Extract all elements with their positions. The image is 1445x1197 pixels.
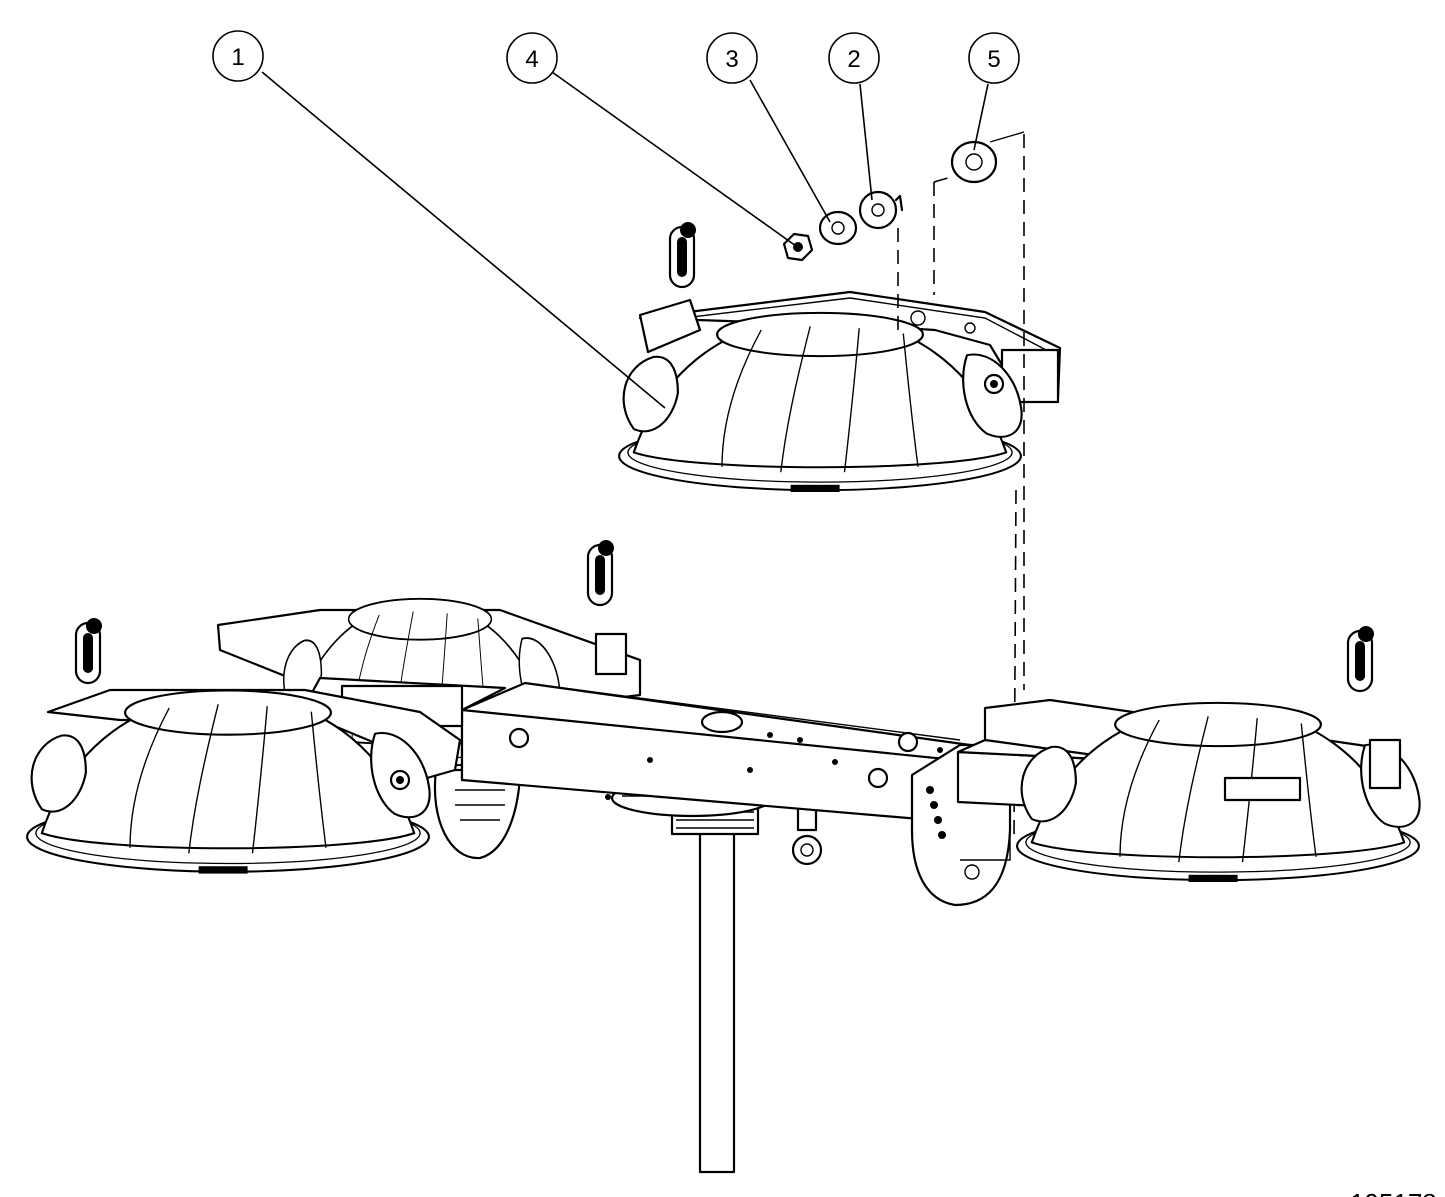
callout-3: 3: [706, 32, 831, 223]
front-left-light-head: [26, 616, 462, 875]
callout-5: 5: [968, 32, 1020, 151]
callout-1-label: 1: [231, 44, 244, 71]
callout-4-label: 4: [525, 46, 538, 73]
spacer-part: [950, 131, 1025, 184]
callout-3-label: 3: [725, 46, 738, 73]
callout-2-label: 2: [847, 46, 860, 73]
left-pivot-disc: [433, 768, 522, 860]
flat-washer-part: [818, 210, 858, 246]
document-number: 195178: [1350, 1188, 1437, 1197]
upper-light-head: [618, 220, 1062, 494]
lifting-ring: [791, 806, 823, 866]
callout-1: 1: [212, 30, 666, 409]
mast-pole: [670, 804, 760, 1174]
nut-part: [782, 232, 814, 262]
callout-4: 4: [506, 32, 797, 247]
lock-washer-part: [858, 190, 904, 230]
callout-5-label: 5: [987, 46, 1000, 73]
right-light-head: [983, 624, 1421, 884]
callout-2: 2: [828, 32, 880, 201]
